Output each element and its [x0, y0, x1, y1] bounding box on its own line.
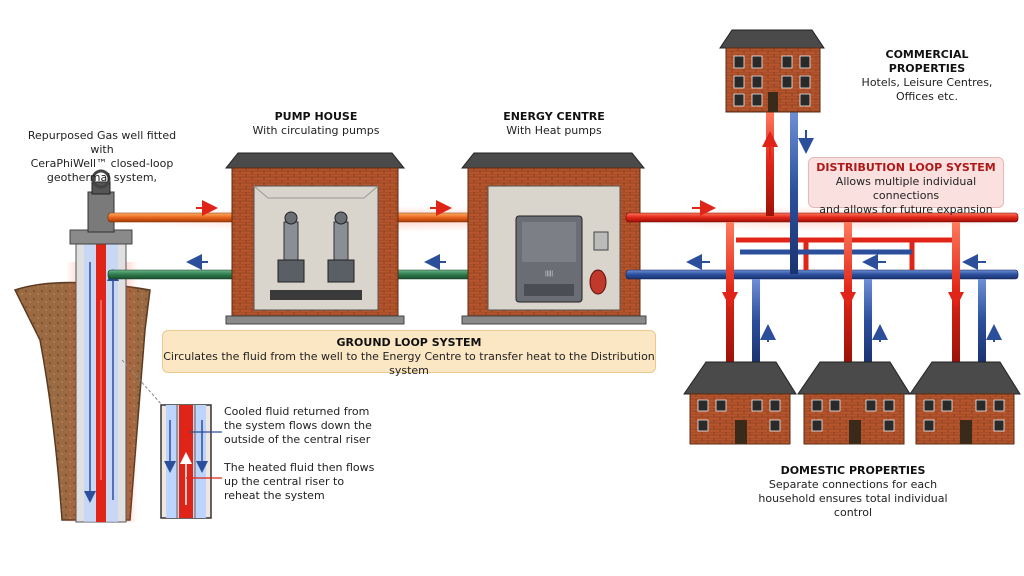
commercial-label: COMMERCIAL PROPERTIES Hotels, Leisure Ce… — [852, 48, 1002, 104]
domestic-2-cold-drop — [864, 279, 872, 362]
commercial-desc-line-2: Offices etc. — [896, 90, 958, 103]
heated-note-line-3: reheat the system — [224, 489, 325, 502]
distribution-loop-panel: DISTRIBUTION LOOP SYSTEM Allows multiple… — [808, 157, 1004, 216]
well-description: Repurposed Gas well fitted with CeraPhiW… — [18, 129, 186, 185]
gas-well — [13, 169, 151, 523]
ground-loop-title: GROUND LOOP SYSTEM — [336, 336, 482, 349]
commercial-title-line-2: PROPERTIES — [888, 62, 966, 75]
domestic-desc-line-2: household ensures total individual — [758, 492, 948, 505]
pump-house-label: PUMP HOUSE With circulating pumps — [236, 110, 396, 138]
wellhead-valve-icon — [91, 169, 111, 189]
ground-loop-panel: GROUND LOOP SYSTEM Circulates the fluid … — [162, 330, 656, 377]
cooled-note-line-1: Cooled fluid returned from — [224, 405, 370, 418]
distribution-title: DISTRIBUTION LOOP SYSTEM — [816, 161, 996, 174]
house-1-door-icon — [735, 420, 747, 444]
cooled-note-line-2: the system flows down the — [224, 419, 372, 432]
domestic-1-cold-drop — [752, 279, 760, 362]
pump-house-building — [224, 152, 406, 325]
commercial-roof — [719, 29, 825, 49]
heated-note-line-2: up the central riser to — [224, 475, 345, 488]
domestic-label: DOMESTIC PROPERTIES Separate connections… — [748, 464, 958, 520]
well-text-line-3: geothermal system, — [46, 171, 158, 184]
commercial-title-line-1: COMMERCIAL — [885, 48, 969, 61]
house-2-door-icon — [849, 420, 861, 444]
energy-centre-roof — [460, 152, 646, 169]
circulating-pump-1-icon — [277, 211, 305, 283]
pump-house-title: PUMP HOUSE — [274, 110, 358, 123]
riser-detail-inset — [121, 359, 222, 519]
heat-pump-unit-icon: ||||| — [515, 215, 583, 303]
commercial-building — [719, 29, 825, 113]
house-3-door-icon — [960, 420, 972, 444]
expansion-vessel-icon — [589, 269, 607, 295]
distribution-loop-pipes — [625, 112, 1024, 362]
cooled-note-line-3: outside of the central riser — [224, 433, 371, 446]
domestic-house-1 — [683, 361, 797, 445]
commercial-door-icon — [768, 92, 778, 112]
heated-fluid-note: The heated fluid then flows up the centr… — [224, 461, 394, 503]
domestic-house-2 — [797, 361, 911, 445]
commercial-cold-riser — [790, 112, 798, 274]
commercial-desc-line-1: Hotels, Leisure Centres, — [861, 76, 993, 89]
energy-centre-building: ||||| — [460, 152, 647, 325]
distribution-desc-line-1: Allows multiple individual connections — [835, 175, 977, 202]
domestic-desc-line-1: Separate connections for each — [768, 478, 938, 491]
domestic-house-3 — [909, 361, 1021, 445]
pump-house-roof — [224, 152, 406, 169]
ground-loop-desc: Circulates the fluid from the well to th… — [163, 350, 655, 377]
well-text-line-2: CeraPhiWell™ closed-loop — [30, 157, 174, 170]
distribution-hot-main — [625, 212, 1019, 223]
wellhead — [87, 191, 115, 233]
distribution-cold-main — [625, 269, 1019, 280]
heated-note-line-1: The heated fluid then flows — [224, 461, 375, 474]
distribution-desc-line-2: and allows for future expansion — [819, 203, 993, 216]
domestic-desc-line-3: control — [833, 506, 873, 519]
energy-centre-title: ENERGY CENTRE — [503, 110, 605, 123]
energy-centre-label: ENERGY CENTRE With Heat pumps — [474, 110, 634, 138]
heat-pump-badge: ||||| — [545, 271, 553, 277]
pump-house-subtitle: With circulating pumps — [252, 124, 380, 137]
circulating-pump-2-icon — [327, 211, 355, 283]
cooled-fluid-note: Cooled fluid returned from the system fl… — [224, 405, 394, 447]
domestic-title: DOMESTIC PROPERTIES — [780, 464, 926, 477]
energy-centre-subtitle: With Heat pumps — [506, 124, 602, 137]
domestic-3-cold-drop — [978, 279, 986, 362]
well-text-line-1: Repurposed Gas well fitted with — [27, 129, 177, 156]
commercial-hot-riser — [766, 112, 774, 216]
control-panel-icon — [593, 231, 609, 251]
